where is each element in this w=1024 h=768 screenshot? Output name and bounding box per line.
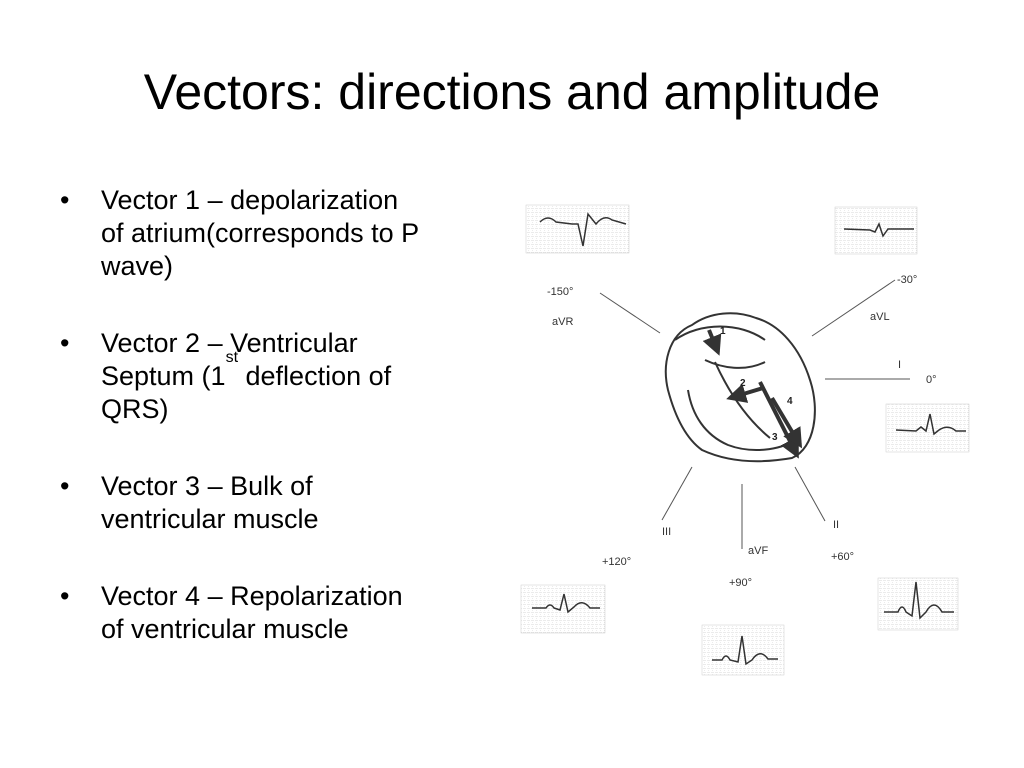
lead-name-avf: aVF bbox=[748, 545, 768, 557]
vector-label-2: 2 bbox=[740, 378, 746, 389]
vector-3-arrow bbox=[758, 381, 799, 459]
ecg-strip-avr bbox=[525, 204, 630, 254]
vector-2-arrow bbox=[726, 383, 764, 403]
bullet-dot: • bbox=[60, 581, 70, 611]
bullet-line: of ventricular muscle bbox=[101, 614, 349, 644]
superscript: st bbox=[225, 349, 239, 366]
vector-label-4: 4 bbox=[787, 396, 793, 407]
lead-name-avl: aVL bbox=[870, 311, 890, 323]
lead-angle-lead-ii: +60° bbox=[831, 551, 854, 563]
vector-arrows bbox=[702, 329, 803, 459]
ecg-strip-lead-i bbox=[885, 403, 970, 453]
vector-4-arrow bbox=[770, 396, 803, 449]
slide-title: Vectors: directions and amplitude bbox=[143, 64, 881, 120]
bullet-dot: • bbox=[60, 328, 70, 358]
vector-label-3: 3 bbox=[772, 432, 778, 443]
ecg-strip-avf bbox=[701, 624, 785, 676]
bullet-line: Vector 1 – depolarization bbox=[101, 185, 399, 215]
bullet-line: of atrium(corresponds to P bbox=[101, 218, 420, 248]
bullet-dot: • bbox=[60, 471, 70, 501]
vector-label-1: 1 bbox=[720, 326, 726, 337]
lead-axis-avr bbox=[599, 292, 661, 334]
lead-angle-lead-i: 0° bbox=[926, 374, 937, 386]
bullet-line: Vector 2 – Ventricular bbox=[101, 328, 358, 358]
lead-axis-lead-iii bbox=[661, 466, 693, 521]
lead-axes bbox=[599, 279, 910, 549]
bullet-text: Septum (1 bbox=[101, 361, 226, 391]
bullet-line: QRS) bbox=[101, 394, 169, 424]
lead-axis-avl bbox=[811, 279, 896, 337]
lead-name-lead-ii: II bbox=[833, 519, 839, 531]
bullet-vector-3: • Vector 3 – Bulk of ventricular muscle bbox=[60, 470, 500, 536]
lead-angle-avl: -30° bbox=[897, 274, 917, 286]
bullet-line: Septum (1st deflection of bbox=[101, 350, 500, 393]
ecg-strip-lead-ii bbox=[877, 577, 959, 631]
lead-angle-lead-iii: +120° bbox=[602, 556, 631, 568]
bullet-list: • Vector 1 – depolarization of atrium(co… bbox=[60, 184, 500, 690]
bullet-line: ventricular muscle bbox=[101, 504, 319, 534]
lead-name-lead-iii: III bbox=[662, 526, 671, 538]
lead-name-avr: aVR bbox=[552, 316, 573, 328]
bullet-line: wave) bbox=[101, 251, 174, 281]
heart-outline bbox=[664, 312, 816, 463]
bullet-vector-4: • Vector 4 – Repolarization of ventricul… bbox=[60, 580, 500, 646]
lead-name-lead-i: I bbox=[898, 359, 901, 371]
bullet-line: Vector 4 – Repolarization bbox=[101, 581, 403, 611]
bullet-vector-1: • Vector 1 – depolarization of atrium(co… bbox=[60, 184, 500, 283]
ecg-strip-lead-iii bbox=[520, 584, 606, 634]
bullet-vector-2: • Vector 2 – Ventricular Septum (1st def… bbox=[60, 327, 500, 426]
vector-1-arrow bbox=[702, 329, 722, 356]
lead-axis-lead-ii bbox=[794, 466, 826, 522]
ecg-strip-avl bbox=[834, 206, 918, 255]
bullet-text: deflection of bbox=[238, 361, 392, 391]
lead-angle-avr: -150° bbox=[547, 286, 573, 298]
lead-angle-avf: +90° bbox=[729, 577, 752, 589]
bullet-line: Vector 3 – Bulk of bbox=[101, 471, 313, 501]
bullet-dot: • bbox=[60, 185, 70, 215]
